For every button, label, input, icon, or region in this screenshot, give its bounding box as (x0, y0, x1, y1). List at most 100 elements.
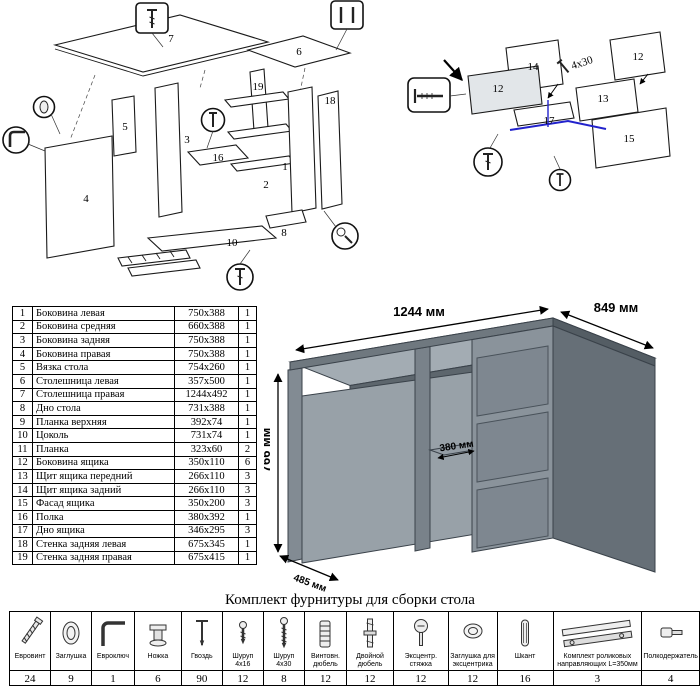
cam-lock-icon (336, 227, 353, 244)
kit-item-cam-lock: Эксцентр. стяжка (392, 611, 449, 671)
parts-table-row: 19 Стенка задняя правая 675x415 1 (12, 550, 257, 566)
height-dim-label: 766 мм (264, 428, 273, 473)
hardware-callouts (407, 77, 572, 192)
exploded-diagram-drawer: 4x30 14 12 12 13 17 15 (407, 31, 671, 192)
kit-item-qty: 3 (552, 670, 643, 686)
desk-render: 1244 мм 849 мм 766 мм 485 мм 380 мм (264, 300, 657, 592)
part-qty: 1 (238, 346, 257, 362)
kit-item-screw-4x16: Шуруп 4x16 (221, 611, 264, 671)
drawer-slide-rails (117, 249, 201, 277)
part-label-17: 17 (544, 115, 556, 127)
part-number: 15 (12, 496, 33, 511)
part-size: 750x388 (174, 346, 239, 362)
width-dim-line (295, 305, 549, 354)
part-name: Планка (32, 441, 175, 457)
dowel-pins-icon (339, 7, 355, 23)
kit-item-qty: 12 (346, 670, 394, 686)
part-label-6: 6 (296, 46, 302, 58)
callout-dowel-box (330, 0, 364, 30)
kit-item-screw-4x30: Шуруп 4x30 (262, 611, 305, 671)
desk-left-panel (287, 367, 303, 563)
parts-table-row: 8 Дно стола 731x388 1 (12, 401, 257, 416)
screw-icon (483, 153, 493, 170)
cam-lock-icon (395, 613, 447, 653)
part-size: 750x388 (174, 306, 239, 321)
part-label-10: 10 (227, 237, 239, 249)
confirmat-icon (11, 613, 49, 653)
parts-table-row: 9 Планка верхняя 392x74 1 (12, 414, 257, 430)
part-number: 16 (12, 509, 33, 525)
part-label-8: 8 (281, 227, 287, 239)
parts-table: 1 Боковина левая 750x388 1 2 Боковина ср… (12, 306, 257, 566)
part-size: 675x345 (174, 537, 239, 552)
part-qty: 1 (238, 428, 257, 443)
part-number: 19 (12, 550, 33, 566)
part-number: 11 (12, 441, 33, 457)
kit-item-name: Ножка (147, 653, 169, 660)
part-number: 8 (12, 401, 33, 416)
part-qty: 1 (238, 550, 257, 566)
kit-item-name: Евроключ (96, 653, 130, 660)
kit-item-nail: Гвоздь (180, 611, 223, 671)
cam-cap-icon (450, 613, 496, 653)
part-name: Щит ящика передний (32, 469, 175, 484)
kit-item-name: Заглушка (55, 653, 87, 660)
part-name: Полка (32, 509, 175, 525)
kit-item-name: Евровинт (14, 653, 46, 660)
parts-table-row: 4 Боковина правая 750x388 1 (12, 346, 257, 362)
part-size: 1244x492 (174, 387, 239, 403)
screw-size-note: 4x30 (556, 54, 595, 74)
part-name: Боковина левая (32, 306, 175, 321)
parts-table-row: 3 Боковина задняя 750x388 1 (12, 333, 257, 348)
assembly-arrows (443, 59, 649, 99)
kit-item-name: Двойной дюбель (356, 653, 384, 668)
part-qty: 2 (238, 441, 257, 457)
part-size: 350x110 (174, 455, 239, 471)
screw-icon (147, 9, 157, 28)
threaded-dowel-icon (306, 613, 345, 653)
left-depth-dim-label: 485 мм (292, 573, 328, 592)
nail-icon (183, 613, 221, 653)
kit-item-shelf-pin: Полкодержатель (641, 611, 700, 671)
width-dim-label: 1244 мм (393, 304, 445, 319)
screw-4x30-icon (265, 613, 303, 653)
part-name: Стенка задняя левая (32, 537, 175, 552)
kit-item-cam-cap: Заглушка для эксцентрика (447, 611, 498, 671)
kit-item-name: Гвоздь (190, 653, 213, 660)
parts-table-row: 18 Стенка задняя левая 675x345 1 (12, 537, 257, 552)
kit-item-qty: 1 (91, 670, 135, 686)
kit-item-qty: 12 (303, 670, 348, 686)
part-name: Дно стола (32, 401, 175, 416)
screw-4x16-icon (224, 613, 262, 653)
parts-table-row: 17 Дно ящика 346x295 3 (12, 523, 257, 539)
kit-item-name: Шкант (514, 653, 536, 660)
kit-item-name: Эксцентр. стяжка (404, 653, 438, 668)
parts-table-row: 6 Столешница левая 357x500 1 (12, 373, 257, 389)
parts-table-row: 11 Планка 323x60 2 (12, 441, 257, 457)
drawer-bottom-highlight (509, 100, 607, 131)
part-size: 346x295 (174, 523, 239, 539)
part-size: 675x415 (174, 550, 239, 566)
exploded-diagram-main: 7 6 19 18 5 3 16 2 1 4 10 8 (2, 0, 364, 291)
parts-table-row: 13 Щит ящика передний 266x110 3 (12, 469, 257, 484)
kit-item-drawer-slides: Комплект роликовых направляющих L=350мм (552, 611, 643, 671)
callout-leader-lines (27, 28, 348, 265)
kit-item-qty: 12 (447, 670, 498, 686)
kit-item-qty: 9 (50, 670, 92, 686)
exploded-panels (44, 14, 352, 277)
part-label-12-right: 12 (633, 51, 644, 63)
shelf-depth-dim-line (437, 448, 475, 461)
part-number: 2 (12, 319, 33, 335)
kit-item-qty: 8 (262, 670, 305, 686)
part-name: Щит ящика задний (32, 482, 175, 498)
part-name: Боковина ящика (32, 455, 175, 471)
kit-item-name: Комплект роликовых направляющих L=350мм (557, 653, 638, 668)
part-name: Столешница правая (32, 387, 175, 403)
left-depth-dim-line (279, 554, 339, 582)
parts-table-row: 12 Боковина ящика 350x110 6 (12, 455, 257, 471)
kit-item-dowel: Шкант (496, 611, 554, 671)
screw-icon (556, 173, 564, 186)
parts-table-row: 1 Боковина левая 750x388 1 (12, 306, 257, 321)
part-name: Дно ящика (32, 523, 175, 539)
screw-icon (235, 268, 245, 285)
